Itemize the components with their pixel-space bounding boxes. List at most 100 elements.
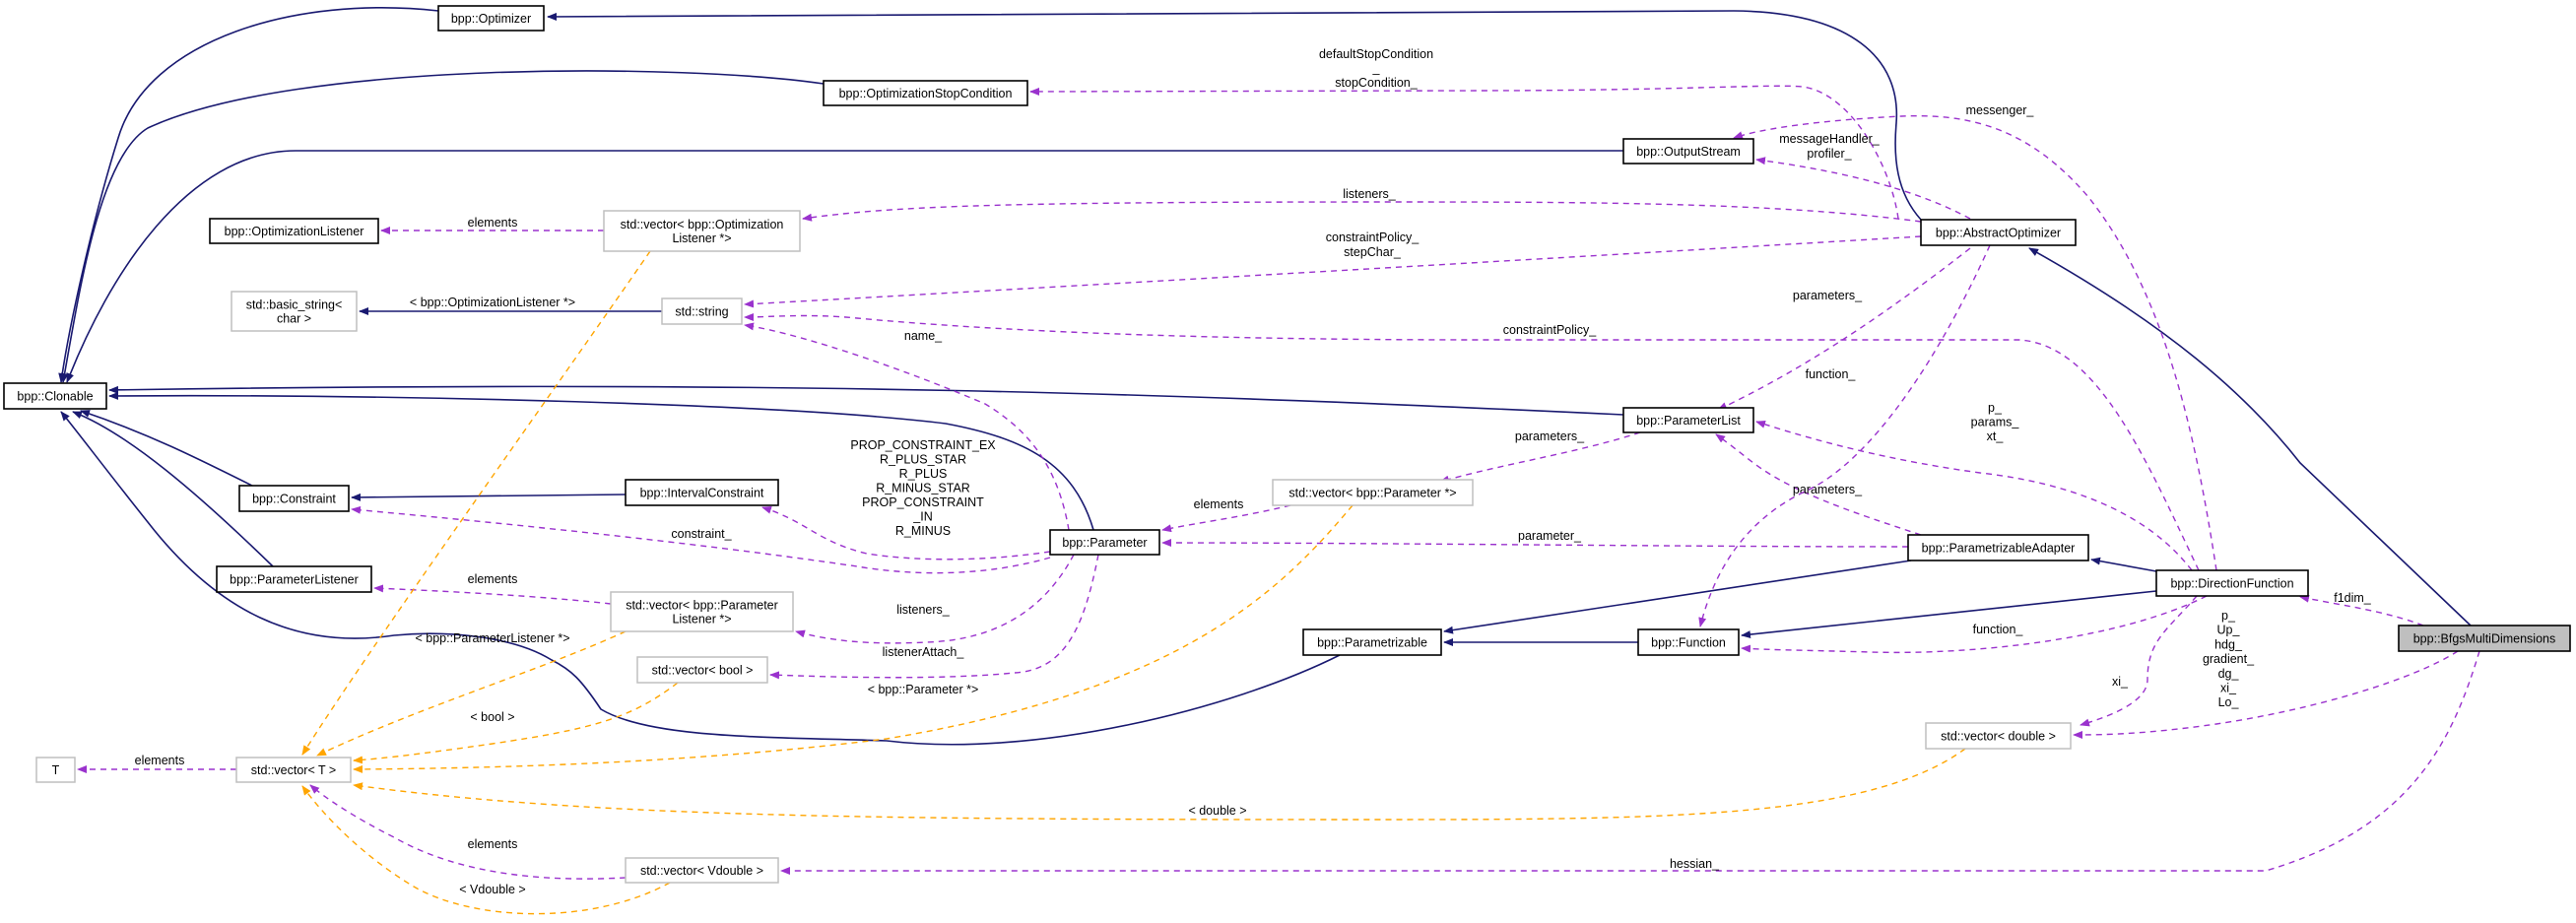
node-output-stream[interactable]: bpp::OutputStream: [1622, 138, 1754, 165]
edge-bfgs-multi-dimensions-to-direction-function: f1dim_: [2299, 591, 2424, 626]
edge-direction-function-to-string: constraintPolicy_: [744, 312, 2200, 571]
edge-label: _: [1372, 62, 1381, 76]
usage-arrow-line: [2299, 594, 2424, 626]
usage-arrow-line: [744, 235, 1922, 308]
usage-arrow-line: [1755, 420, 2193, 571]
node-parameter-listener[interactable]: bpp::ParameterListener: [216, 565, 372, 593]
inheritance-arrow-line: [60, 70, 825, 383]
edge-label: < Vdouble >: [459, 883, 525, 896]
template-arrow-line: [353, 748, 1966, 821]
node-box: [437, 5, 545, 32]
edge-vector-parameter-listener-to-vector-t: < bpp::ParameterListener *>: [316, 630, 627, 757]
node-optimization-stop-condition[interactable]: bpp::OptimizationStopCondition: [823, 80, 1028, 106]
node-vector-parameter-listener[interactable]: std::vector< bpp::ParameterListener *>: [610, 591, 794, 632]
node-vector-bool[interactable]: std::vector< bool >: [636, 656, 768, 684]
inheritance-arrow-line: [351, 493, 627, 501]
edge-parameter-to-constraint: constraint_: [351, 505, 1051, 574]
node-optimization-listener[interactable]: bpp::OptimizationListener: [209, 218, 379, 244]
node-label: bpp::Function: [1651, 636, 1726, 650]
node-vector-t[interactable]: std::vector< T >: [235, 757, 352, 783]
node-bfgs-multi-dimensions[interactable]: bpp::BfgsMultiDimensions: [2398, 625, 2571, 652]
edge-label: listeners_: [896, 603, 951, 617]
edge-parametrizable-adapter-to-parametrizable: [1443, 560, 1912, 634]
inheritance-arrow-line: [1443, 560, 1912, 634]
node-box: [1272, 479, 1474, 506]
edge-label: f1dim_: [2334, 591, 2372, 605]
node-string[interactable]: std::string: [661, 297, 743, 325]
edge-abstract-optimizer-to-string: constraintPolicy_stepChar_: [744, 231, 1922, 308]
node-t[interactable]: T: [35, 757, 76, 783]
node-constraint[interactable]: bpp::Constraint: [238, 485, 350, 512]
usage-arrow-line: [2073, 650, 2459, 739]
edge-bfgs-multi-dimensions-to-vector-vdouble: hessian_: [780, 650, 2480, 875]
node-function[interactable]: bpp::Function: [1637, 628, 1740, 656]
node-label: std::vector< T >: [251, 763, 336, 777]
node-box: [3, 382, 107, 410]
node-vector-optimization-listener[interactable]: std::vector< bpp::OptimizationListener *…: [603, 210, 801, 252]
node-label: bpp::ParameterList: [1636, 414, 1741, 428]
edge-label: < bpp::ParameterListener *>: [415, 631, 569, 645]
edge-label: parameters_: [1793, 289, 1863, 302]
edge-label: < bpp::Parameter *>: [868, 683, 979, 696]
node-basic-string[interactable]: std::basic_string<char >: [231, 291, 358, 332]
node-box: [1925, 722, 2072, 750]
node-clonable[interactable]: bpp::Clonable: [3, 382, 107, 410]
edge-abstract-optimizer-to-optimizer: [547, 10, 1922, 221]
node-label: bpp::Parametrizable: [1317, 636, 1427, 650]
node-parametrizable[interactable]: bpp::Parametrizable: [1302, 628, 1442, 656]
edge-label: R_MINUS_STAR: [876, 482, 970, 495]
node-parametrizable-adapter[interactable]: bpp::ParametrizableAdapter: [1907, 534, 2089, 561]
node-box: [231, 291, 358, 332]
node-label: char >: [277, 312, 311, 326]
node-vector-parameter[interactable]: std::vector< bpp::Parameter *>: [1272, 479, 1474, 506]
edge-label: < bpp::OptimizationListener *>: [410, 296, 575, 309]
edge-direction-function-to-vector-double: xi_: [2080, 595, 2198, 727]
node-box: [625, 857, 779, 884]
inheritance-arrow-line: [66, 150, 1623, 383]
edge-label: defaultStopCondition: [1319, 47, 1433, 61]
usage-arrow-line: [1161, 539, 1909, 548]
template-arrow-line: [353, 682, 679, 764]
node-label: std::string: [675, 305, 728, 319]
edge-label: profiler_: [1807, 147, 1852, 161]
node-interval-constraint[interactable]: bpp::IntervalConstraint: [625, 479, 779, 506]
template-arrow-line: [301, 250, 651, 756]
usage-arrow-line: [769, 554, 1099, 680]
edge-parameter-list-to-vector-parameter: parameters_: [1439, 429, 1641, 484]
node-parameter[interactable]: bpp::Parameter: [1049, 529, 1160, 556]
inheritance-arrow-line: [2028, 247, 2472, 626]
edge-direction-function-to-function: function_: [1741, 595, 2208, 654]
edge-parameter-to-vector-parameter-listener: listeners_: [795, 554, 1075, 644]
edge-label: p_: [1988, 401, 2003, 415]
edge-direction-function-to-parametrizable-adapter: [2090, 557, 2157, 572]
node-label: std::vector< Vdouble >: [640, 864, 763, 878]
node-direction-function[interactable]: bpp::DirectionFunction: [2155, 569, 2309, 597]
edge-abstract-optimizer-to-output-stream: messageHandler_profiler_: [1755, 132, 1971, 220]
edge-label: hessian_: [1670, 857, 1720, 871]
node-label: std::basic_string<: [246, 298, 343, 312]
node-vector-vdouble[interactable]: std::vector< Vdouble >: [625, 857, 779, 884]
usage-arrow-line: [780, 650, 2480, 875]
edge-parameter-to-vector-bool: listenerAttach_: [769, 554, 1099, 680]
nodes: bpp::Optimizerbpp::OptimizationStopCondi…: [3, 5, 2571, 884]
usage-arrow-line: [1029, 85, 1899, 220]
edge-label: PROP_CONSTRAINT_EX: [850, 438, 996, 452]
node-box: [823, 80, 1028, 106]
node-parameter-list[interactable]: bpp::ParameterList: [1622, 407, 1754, 433]
node-abstract-optimizer[interactable]: bpp::AbstractOptimizer: [1920, 219, 2077, 246]
edge-label: elements: [468, 837, 518, 851]
edge-label: elements: [1194, 497, 1244, 511]
node-box: [1920, 219, 2077, 246]
edge-label: stopCondition_: [1335, 76, 1418, 90]
edge-output-stream-to-clonable: [66, 150, 1623, 383]
edge-label: name_: [904, 329, 943, 343]
node-label: bpp::Parameter: [1062, 536, 1147, 550]
node-optimizer[interactable]: bpp::Optimizer: [437, 5, 545, 32]
node-vector-double[interactable]: std::vector< double >: [1925, 722, 2072, 750]
usage-arrow-line: [1698, 244, 1991, 627]
edge-parameter-to-clonable: [108, 391, 1094, 531]
edge-vector-parameter-listener-to-parameter-listener: elements: [373, 572, 612, 605]
edge-label: < double >: [1188, 804, 1246, 818]
node-label: std::vector< bpp::Optimization: [621, 218, 784, 231]
node-label: bpp::Optimizer: [451, 12, 531, 26]
